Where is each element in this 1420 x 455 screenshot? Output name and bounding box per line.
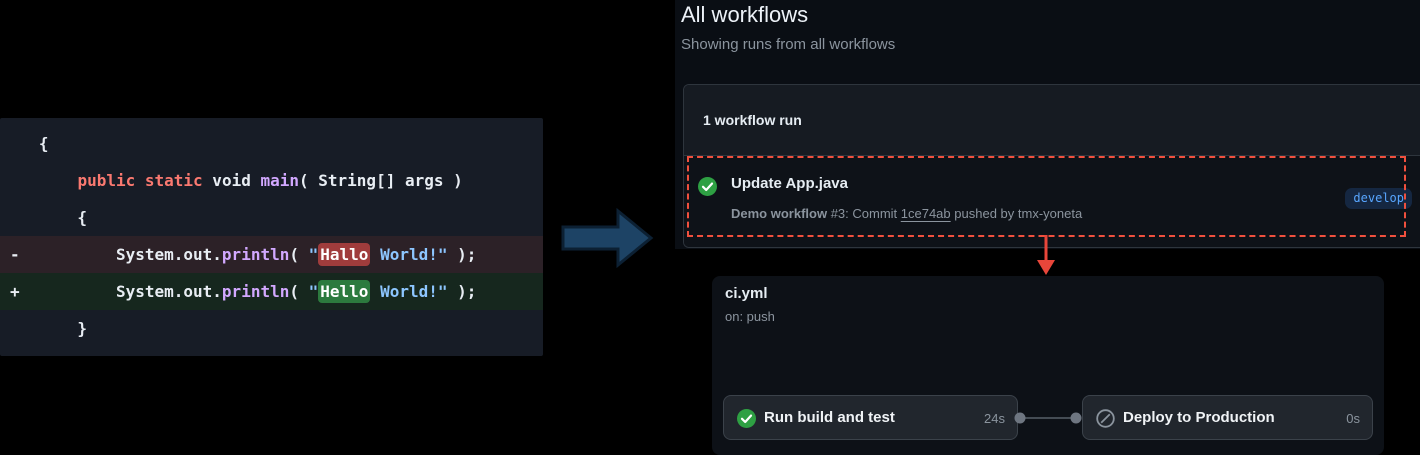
job-label: Run build and test: [764, 409, 895, 426]
flow-arrow-icon: [561, 207, 654, 269]
run-meta: Demo workflow #3: Commit 1ce74ab pushed …: [731, 206, 1082, 221]
run-meta-mid: #3: Commit: [827, 206, 901, 221]
job-card-deploy[interactable]: Deploy to Production 0s: [1082, 395, 1373, 440]
code-line: {: [10, 134, 49, 153]
job-label: Deploy to Production: [1123, 409, 1275, 426]
workflow-graph-panel: ci.yml on: push Run build and test 24s D…: [712, 276, 1384, 455]
workflow-run-list: 1 workflow run Update App.java Demo work…: [683, 84, 1420, 248]
highlight-arrow-icon: [1037, 235, 1055, 275]
workflow-file-name: ci.yml: [725, 285, 768, 302]
run-meta-end: pushed by tmx-yoneta: [950, 206, 1083, 221]
code-diff-panel: { public static void main( String[] args…: [0, 118, 543, 356]
job-connector: [1014, 412, 1082, 424]
commit-link[interactable]: 1ce74ab: [900, 206, 951, 221]
skipped-circle-icon: [1096, 409, 1115, 428]
job-duration: 0s: [1346, 411, 1360, 426]
run-workflow-name: Demo workflow: [731, 206, 828, 221]
workflows-section: All workflows Showing runs from all work…: [675, 0, 1420, 249]
job-duration: 24s: [984, 411, 1005, 426]
page-subtitle: Showing runs from all workflows: [681, 36, 896, 53]
code-line: + System.out.println( "Hello World!" );: [0, 273, 543, 310]
workflow-trigger: on: push: [725, 309, 775, 324]
code-line: {: [10, 208, 88, 227]
page-title: All workflows: [681, 2, 809, 27]
code-line: }: [10, 319, 88, 338]
code-line: public static void main( String[] args ): [77, 171, 463, 190]
workflow-run-row[interactable]: Update App.java Demo workflow #3: Commit…: [684, 156, 1420, 247]
run-title-link[interactable]: Update App.java: [731, 175, 848, 192]
check-circle-icon: [737, 409, 756, 428]
code-line: - System.out.println( "Hallo World!" );: [0, 236, 543, 273]
check-circle-icon: [698, 177, 717, 196]
diff-code: { public static void main( String[] args…: [0, 125, 543, 347]
job-card-build[interactable]: Run build and test 24s: [723, 395, 1018, 440]
branch-badge[interactable]: develop: [1345, 188, 1412, 209]
run-count-header: 1 workflow run: [684, 85, 1420, 156]
